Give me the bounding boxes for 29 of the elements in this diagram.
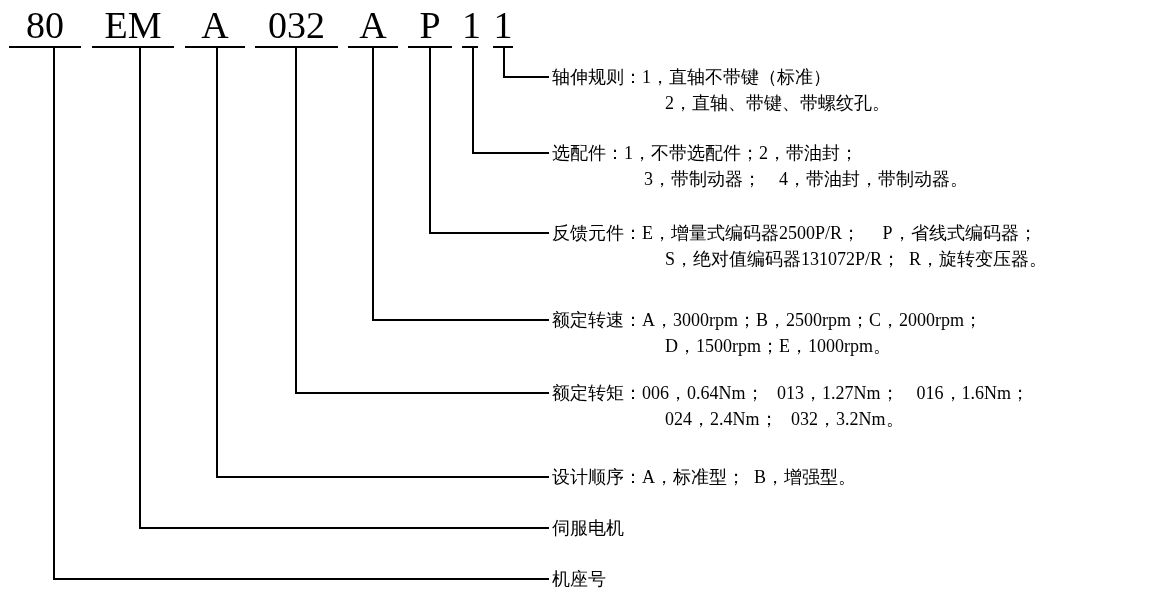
description-line: 024，2.4Nm； 032，3.2Nm。 (664, 408, 905, 431)
description-line: 额定转速：A，3000rpm；B，2500rpm；C，2000rpm； (552, 309, 982, 332)
leader-line (429, 47, 550, 234)
leader-line (372, 47, 550, 321)
code-segment: 80 (9, 2, 81, 48)
description-line: 2，直轴、带键、带螺纹孔。 (664, 92, 890, 115)
code-segment: A (348, 2, 398, 48)
leader-line (216, 47, 550, 478)
code-segment: A (185, 2, 245, 48)
description-line: 伺服电机 (552, 517, 624, 540)
description-line: 设计顺序：A，标准型； B，增强型。 (552, 466, 856, 489)
description-line: 轴伸规则：1，直轴不带键（标准） (552, 66, 832, 89)
description-line: 反馈元件：E，增量式编码器2500P/R； P，省线式编码器； (552, 222, 1038, 245)
leader-line (503, 47, 550, 78)
code-segment: 032 (255, 2, 338, 48)
leader-line (472, 47, 550, 154)
description-line: 额定转矩：006，0.64Nm； 013，1.27Nm； 016，1.6Nm； (552, 382, 1029, 405)
description-line: D，1500rpm；E，1000rpm。 (664, 335, 892, 358)
code-segment: EM (92, 2, 174, 48)
description-line: 机座号 (552, 568, 606, 591)
description-line: 选配件：1，不带选配件；2，带油封； (552, 142, 859, 165)
leader-line (139, 47, 550, 529)
code-segment: P (408, 2, 452, 48)
description-line: 3，带制动器； 4，带油封，带制动器。 (643, 168, 968, 191)
code-segment: 1 (462, 2, 478, 48)
leader-line (53, 47, 550, 580)
leader-line (295, 47, 550, 394)
code-segment: 1 (493, 2, 513, 48)
description-line: S，绝对值编码器131072P/R； R，旋转变压器。 (664, 248, 1048, 271)
